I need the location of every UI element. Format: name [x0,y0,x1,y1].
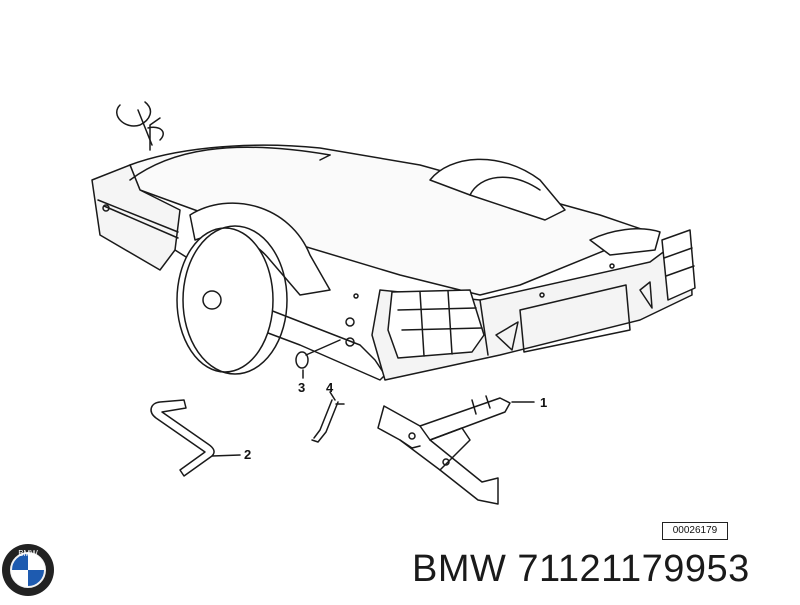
callout-3: 3 [298,380,306,395]
leader-lines [302,369,336,401]
bmw-roundel-icon: BMW [2,544,54,596]
callout-4: 4 [326,380,334,395]
logo-text: BMW [18,549,38,558]
trailer-body [91,101,696,381]
part-number-title: BMW 71121179953 [412,548,750,590]
part-jack-item-1 [377,395,535,505]
diagram-reference-code: 00026179 [662,522,728,540]
callout-2: 2 [244,447,252,462]
callout-1: 1 [540,395,548,410]
part-clip-item-4 [311,399,345,443]
part-cap-item-3 [295,339,341,369]
part-wheel-brace-item-2 [150,399,241,477]
